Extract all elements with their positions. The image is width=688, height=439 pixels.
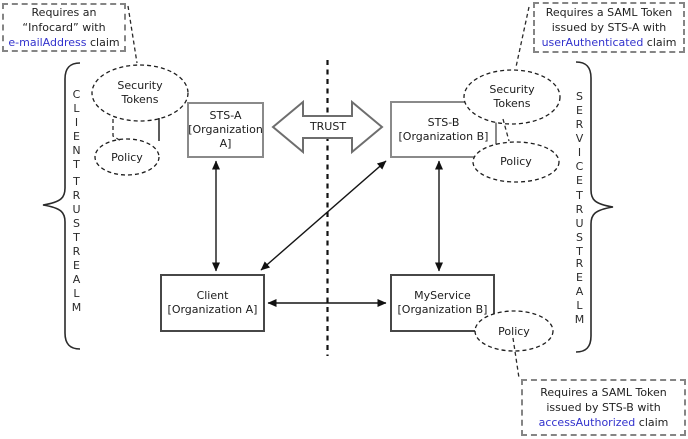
user-authenticated-claim: userAuthenticated xyxy=(541,36,644,49)
saml-sts-b-requirement-callout: Requires a SAML Token issued by STS-B wi… xyxy=(521,379,686,436)
sts-a-subtitle: [Organization A] xyxy=(188,123,263,150)
sts-a-security-tokens-label: Security Tokens xyxy=(117,79,163,106)
sts-b-title: STS-B xyxy=(427,115,460,129)
infocard-requirement-callout: Requires an “Infocard” with e-mailAddres… xyxy=(2,3,126,52)
client-subtitle: [Organization A] xyxy=(167,303,258,316)
my-service-policy-ellipse xyxy=(474,310,554,352)
trust-block-arrow xyxy=(271,99,384,155)
sts-a-tokens-policy-dashed-connector xyxy=(112,119,122,142)
client-box: Client [Organization A] xyxy=(160,274,265,332)
sts-b-security-tokens-label: Security Tokens xyxy=(489,83,535,110)
my-service-policy-label: Policy xyxy=(498,325,530,338)
sts-b-subtitle: [Organization B] xyxy=(398,129,489,143)
sts-a-box: STS-A [Organization A] xyxy=(187,102,264,158)
client-realm-brace xyxy=(42,62,81,350)
my-service-subtitle: [Organization B] xyxy=(397,303,488,316)
service-realm-word-3: REALM xyxy=(573,257,586,327)
client-realm-word-1: CLIENT xyxy=(70,88,83,172)
sts-b-tokens-policy-dashed-connector xyxy=(502,118,510,142)
service-realm-word-1: SERVICE xyxy=(573,90,586,188)
email-address-claim: e-mailAddress xyxy=(8,36,87,49)
service-realm-word-2: TRUST xyxy=(573,189,586,259)
saml-sts-a-callout-leader xyxy=(515,6,530,68)
sts-a-security-tokens-ellipse xyxy=(91,64,189,122)
service-realm-brace xyxy=(575,61,614,353)
sts-b-policy-label: Policy xyxy=(500,155,532,168)
my-service-box: MyService [Organization B] xyxy=(390,274,495,332)
client-title: Client xyxy=(196,289,229,302)
saml-sts-a-requirement-callout: Requires a SAML Token issued by STS-A wi… xyxy=(533,2,685,53)
client-realm-word-2: TRUST xyxy=(70,175,83,245)
sts-a-policy-label: Policy xyxy=(111,151,143,164)
sts-a-policy-ellipse xyxy=(94,138,160,176)
sts-b-policy-ellipse xyxy=(472,141,560,183)
trust-arrow-label: TRUST xyxy=(309,120,347,133)
access-authorized-claim: accessAuthorized xyxy=(538,416,636,429)
my-service-title: MyService xyxy=(414,289,471,302)
client-sts-b-arrow xyxy=(260,160,387,271)
client-realm-word-3: REALM xyxy=(70,245,83,315)
sts-a-title: STS-A xyxy=(209,109,242,122)
sts-b-security-tokens-ellipse xyxy=(463,69,561,125)
infocard-callout-leader xyxy=(127,5,138,64)
